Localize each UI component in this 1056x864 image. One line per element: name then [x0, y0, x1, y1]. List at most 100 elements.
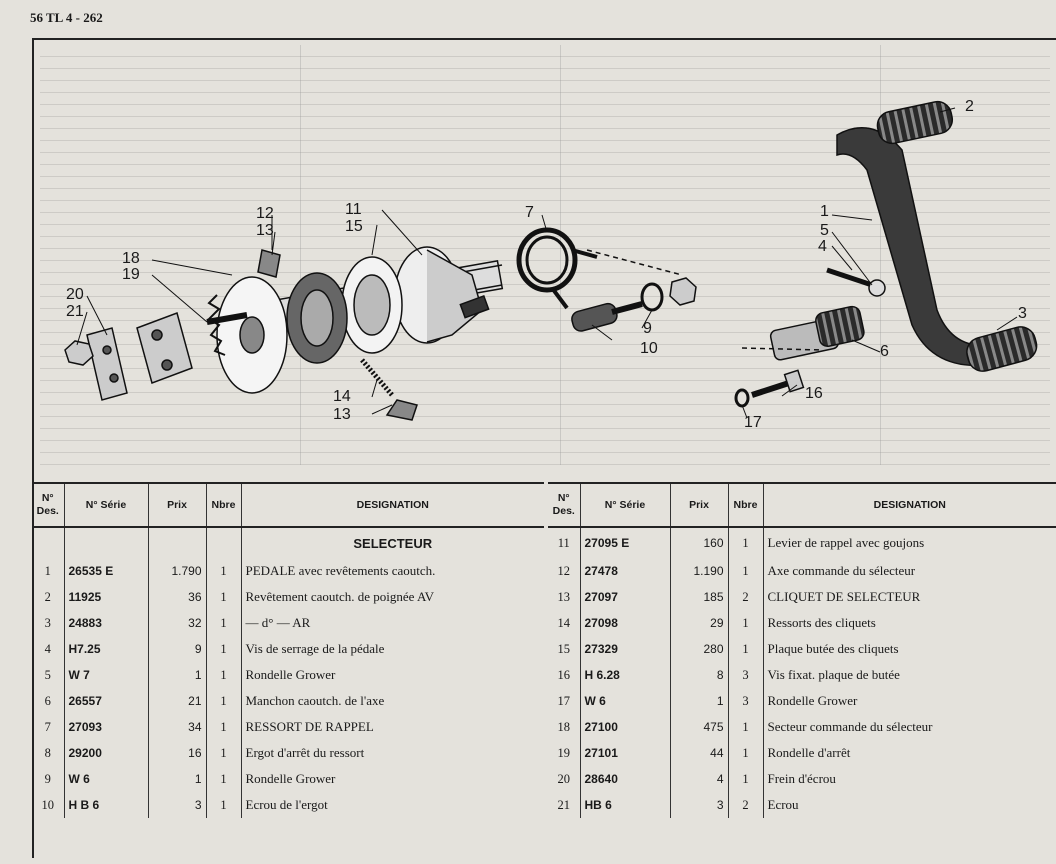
quantity: 1: [206, 584, 242, 610]
quantity: 1: [728, 740, 764, 766]
callout-19: 19: [122, 266, 140, 283]
table-header-row: N° Des. N° Série Prix Nbre DESIGNATION: [32, 482, 544, 528]
stop-plate: [341, 256, 403, 354]
designation: PEDALE avec revêtements caoutch.: [245, 563, 436, 578]
ghost-rule: [880, 45, 881, 465]
designation: Ergot d'arrêt du ressort: [245, 745, 365, 760]
header-designation: DESIGNATION: [241, 482, 544, 528]
callout-16: 16: [805, 385, 823, 402]
price: 44: [670, 740, 729, 766]
page-reference: 56 TL 4 - 262: [30, 10, 103, 25]
designation: — d° — AR: [245, 615, 311, 630]
exploded-diagram: [64, 100, 1038, 421]
grower-washer-5: [868, 279, 886, 297]
designation: Vis de serrage de la pédale: [245, 641, 385, 656]
pawl-spring: [360, 358, 394, 397]
serial-number: 29200: [64, 740, 149, 766]
price: 34: [148, 714, 207, 740]
part-number: 19: [548, 740, 581, 766]
nut-21: [64, 340, 94, 366]
parts-table-left: N° Des. N° Série Prix Nbre DESIGNATION S…: [32, 482, 544, 818]
quantity: 1: [206, 662, 242, 688]
quantity: 1: [206, 740, 242, 766]
callout-3: 3: [1018, 305, 1027, 322]
quantity: 1: [728, 610, 764, 636]
serial-number: 11925: [64, 584, 149, 610]
grip-rear: [966, 326, 1038, 372]
callout-1: 1: [820, 203, 829, 220]
designation: Manchon caoutch. de l'axe: [245, 693, 385, 708]
part-number: 8: [32, 740, 65, 766]
serial-number: H 6.28: [580, 662, 671, 688]
serial-number: 26535 E: [64, 558, 149, 584]
part-number: 17: [548, 688, 581, 714]
price: 8: [670, 662, 729, 688]
serial-number: 27098: [580, 610, 671, 636]
ghost-rule: [560, 45, 561, 465]
pawl-upper: [257, 249, 281, 278]
stud: [206, 312, 248, 325]
plate-screw: [751, 369, 805, 398]
nut-10: [669, 277, 697, 306]
quantity: 1: [728, 766, 764, 792]
lock-washer-plate: [136, 312, 193, 384]
callout-5: 5: [820, 222, 829, 239]
callout-13-upper: 13: [256, 222, 274, 239]
ghost-rule: [300, 45, 301, 465]
return-lever: [394, 246, 490, 344]
callout-20: 20: [66, 286, 84, 303]
price: 1: [148, 662, 207, 688]
price: 475: [670, 714, 729, 740]
designation: Rondelle Grower: [767, 693, 858, 708]
callout-11: 11: [345, 201, 362, 218]
price: 1.190: [670, 558, 729, 584]
part-number: 5: [32, 662, 65, 688]
callout-15: 15: [345, 218, 363, 235]
grower-washer-9: [640, 282, 664, 312]
serial-number: W 6: [64, 766, 149, 792]
serial-number: 28640: [580, 766, 671, 792]
price: 4: [670, 766, 729, 792]
header-num: N° Des.: [548, 482, 581, 528]
part-number: 16: [548, 662, 581, 688]
quantity: 1: [206, 688, 242, 714]
price: 32: [148, 610, 207, 636]
serial-number: W 6: [580, 688, 671, 714]
serial-number: H7.25: [64, 636, 149, 662]
quantity: 1: [206, 636, 242, 662]
part-number: 1: [32, 558, 65, 584]
grower-washer-17: [734, 388, 750, 408]
part-number: 11: [548, 527, 581, 558]
designation: Frein d'écrou: [767, 771, 836, 786]
part-number: 12: [548, 558, 581, 584]
part-number: 7: [32, 714, 65, 740]
grip-front: [876, 100, 954, 145]
callout-4: 4: [818, 238, 827, 255]
designation: Plaque butée des cliquets: [767, 641, 899, 656]
section-row: SELECTEUR: [32, 527, 544, 558]
pawl-lower: [385, 399, 418, 421]
callout-18: 18: [122, 250, 140, 267]
axis-line: [741, 347, 823, 351]
callout-13-lower: 13: [333, 406, 351, 423]
callout-9: 9: [643, 320, 652, 337]
designation: Levier de rappel avec goujons: [767, 535, 925, 550]
price: 1.790: [148, 558, 207, 584]
quantity: 1: [728, 714, 764, 740]
part-number: 4: [32, 636, 65, 662]
serial-number: 24883: [64, 610, 149, 636]
serial-number: 27095 E: [580, 527, 671, 558]
header-num: N° Des.: [32, 482, 65, 528]
page-frame: [32, 38, 1056, 858]
